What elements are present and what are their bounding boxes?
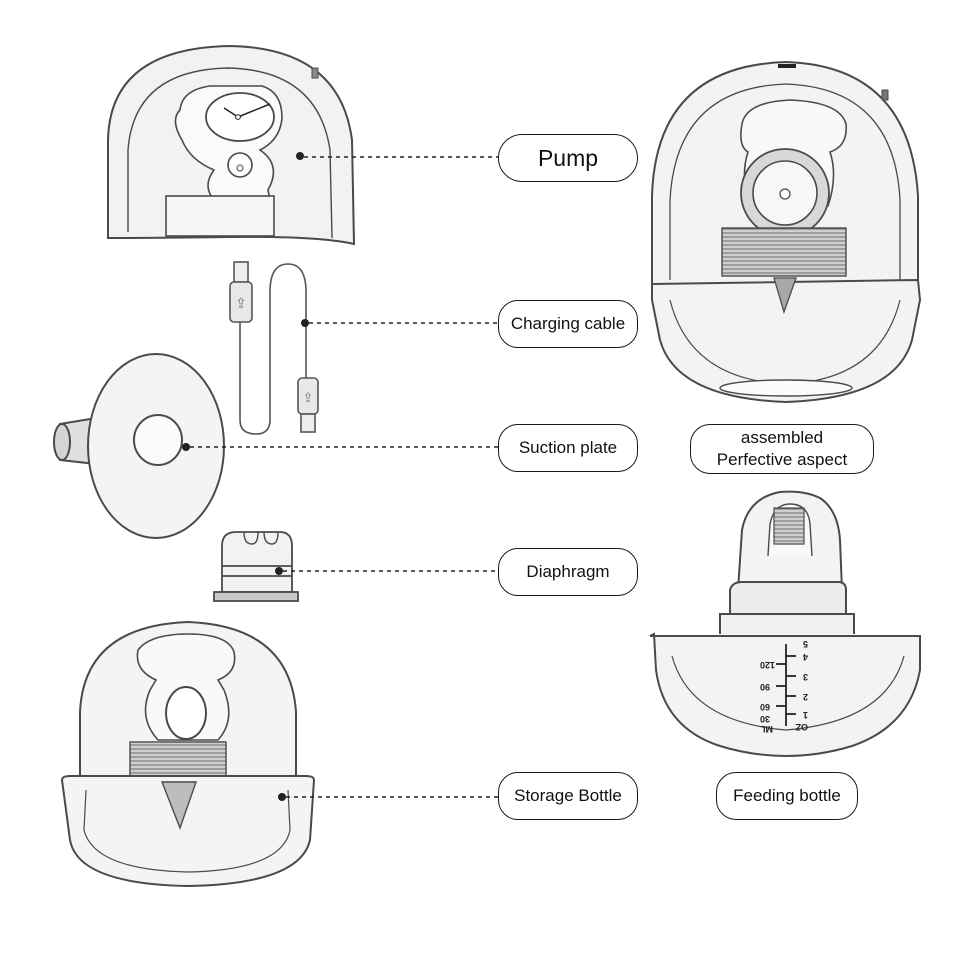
storage-bottle-illustration: [60, 620, 316, 888]
pump-pointer-dot: [296, 152, 304, 160]
oz-1: 1: [803, 710, 808, 720]
storage-pointer-dot: [278, 793, 286, 801]
label-pump: Pump: [498, 134, 638, 182]
ml-120: 120: [760, 660, 775, 670]
label-suction-plate: Suction plate: [498, 424, 638, 472]
ml-60: 60: [760, 702, 770, 712]
oz-scale-labels: 5 4 3 2 1 OZ: [795, 639, 808, 732]
feeding-bottle-illustration: [649, 490, 921, 757]
oz-3: 3: [803, 672, 808, 682]
pump-illustration: [107, 44, 356, 246]
label-diaphragm: Diaphragm: [498, 548, 638, 596]
label-feeding-bottle: Feeding bottle: [716, 772, 858, 820]
diaphragm-illustration: [213, 531, 299, 602]
measurement-scale: [776, 644, 796, 726]
label-assembled-line1: assembled: [740, 428, 824, 447]
label-storage-bottle: Storage Bottle: [498, 772, 638, 820]
cable-pointer-dot: [301, 319, 309, 327]
charging-cable-illustration: ⇪ ⇪: [229, 261, 319, 435]
svg-text:⇪: ⇪: [235, 295, 247, 311]
ml-unit: ML: [760, 724, 773, 734]
label-suction-plate-text: Suction plate: [518, 438, 618, 457]
oz-2: 2: [803, 692, 808, 702]
label-charging-cable: Charging cable: [498, 300, 638, 348]
oz-5: 5: [803, 639, 808, 649]
oz-4: 4: [803, 652, 808, 662]
diaphragm-pointer-dot: [275, 567, 283, 575]
assembled-pump-illustration: [651, 60, 922, 404]
label-assembled-line2: Perfective aspect: [716, 450, 848, 469]
label-pump-text: Pump: [537, 144, 599, 171]
ml-90: 90: [760, 682, 770, 692]
label-diaphragm-text: Diaphragm: [526, 562, 610, 581]
label-storage-bottle-text: Storage Bottle: [514, 786, 622, 805]
label-feeding-bottle-text: Feeding bottle: [733, 786, 841, 805]
ml-30: 30: [760, 714, 770, 724]
label-charging-cable-text: Charging cable: [510, 314, 626, 333]
ml-scale-labels: 120 90 60 30 ML: [760, 660, 776, 734]
svg-text:⇪: ⇪: [303, 390, 314, 405]
oz-unit: OZ: [795, 722, 808, 732]
suction-pointer-dot: [182, 443, 190, 451]
label-assembled: assembled Perfective aspect: [690, 424, 874, 474]
suction-plate-illustration: [53, 353, 225, 539]
